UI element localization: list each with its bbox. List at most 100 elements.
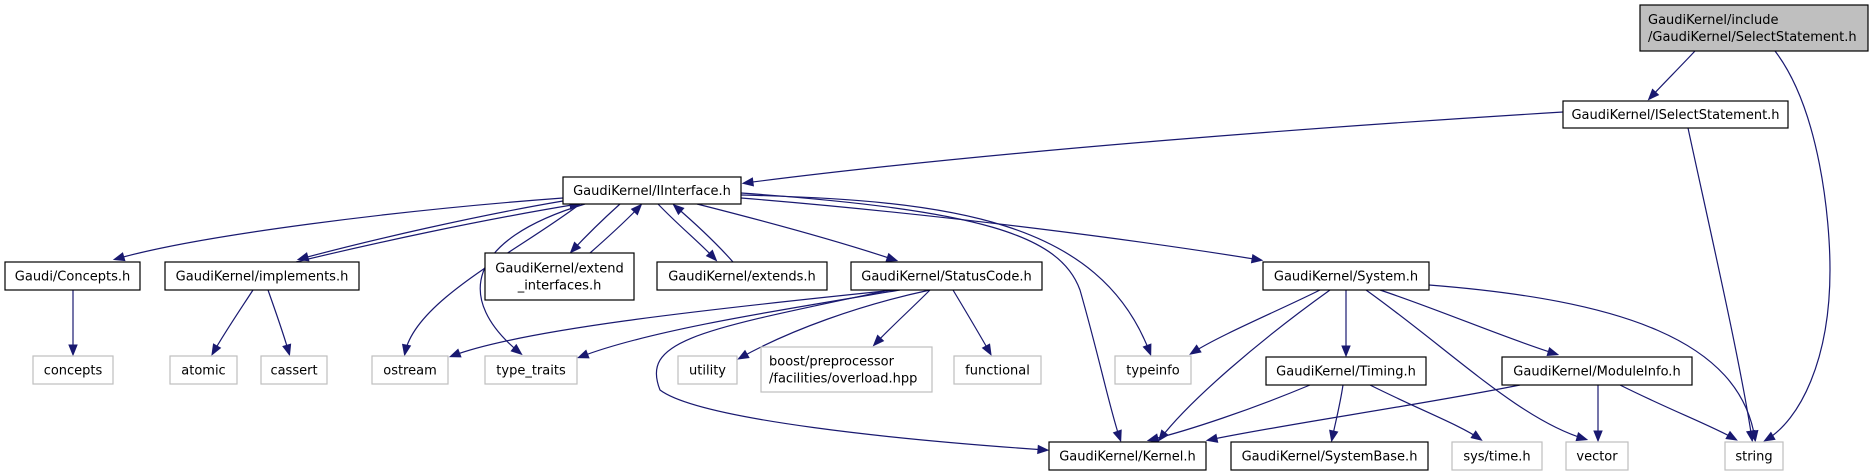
- node-box: [677, 355, 738, 385]
- node-functional: functional: [953, 355, 1042, 385]
- node-box: [850, 261, 1043, 291]
- node-label: GaudiKernel/Kernel.h: [1059, 450, 1196, 465]
- node-extend-interfaces[interactable]: GaudiKernel/extend_interfaces.h: [484, 252, 635, 301]
- node-label: utility: [689, 364, 726, 379]
- node-box: [169, 355, 238, 385]
- node-box: [562, 176, 742, 205]
- edge-line: [740, 192, 1121, 440]
- edge-line: [696, 203, 896, 261]
- node-box: [953, 355, 1042, 385]
- node-root: GaudiKernel/include/GaudiKernel/SelectSt…: [1639, 4, 1869, 52]
- node-type-traits: type_traits: [484, 355, 578, 385]
- node-label: atomic: [181, 364, 225, 379]
- edge-iinterface-to-concepts_h: [112, 197, 564, 262]
- edge-line: [479, 203, 586, 354]
- node-label: /facilities/overload.hpp: [769, 372, 917, 387]
- edge-line: [1149, 384, 1311, 441]
- edge-line: [1687, 127, 1753, 440]
- edge-iinterface-to-ostream: [401, 203, 581, 357]
- edge-iinterface-to-kernel: [740, 192, 1122, 443]
- node-label: functional: [965, 364, 1030, 379]
- node-box: [1230, 441, 1429, 471]
- arrowhead-icon: [1329, 429, 1339, 443]
- edge-iinterface-to-system: [740, 197, 1264, 264]
- edge-line: [1369, 384, 1481, 440]
- arrowhead-icon: [1725, 430, 1738, 441]
- edge-implements-to-cassert: [267, 289, 292, 357]
- node-box: [1265, 356, 1427, 386]
- node-label: typeinfo: [1126, 364, 1179, 379]
- node-concepts-h[interactable]: Gaudi/Concepts.h: [4, 261, 141, 291]
- node-box: [1562, 100, 1789, 129]
- arrowhead-icon: [1157, 429, 1169, 442]
- node-box: [164, 261, 360, 291]
- edge-iinterface-to-statuscode: [696, 203, 899, 262]
- edge-iinterface-to-extends: [657, 203, 718, 262]
- arrowhead-icon: [448, 348, 462, 358]
- node-boost: boost/preprocessor/facilities/overload.h…: [760, 346, 933, 393]
- node-implements[interactable]: GaudiKernel/implements.h: [164, 261, 360, 291]
- node-label: ostream: [383, 364, 437, 379]
- node-system[interactable]: GaudiKernel/System.h: [1262, 261, 1430, 291]
- node-extends[interactable]: GaudiKernel/extends.h: [656, 261, 828, 291]
- arrowhead-icon: [1763, 431, 1776, 442]
- node-systembase[interactable]: GaudiKernel/SystemBase.h: [1230, 441, 1429, 471]
- edge-line: [589, 205, 641, 254]
- arrowhead-icon: [1341, 345, 1351, 358]
- edge-line: [1619, 384, 1736, 440]
- node-statuscode[interactable]: GaudiKernel/StatusCode.h: [850, 261, 1043, 291]
- edge-line: [1191, 289, 1321, 354]
- arrowhead-icon: [112, 252, 126, 262]
- node-label: Gaudi/Concepts.h: [15, 270, 130, 285]
- node-label: GaudiKernel/implements.h: [176, 270, 349, 285]
- node-moduleinfo[interactable]: GaudiKernel/ModuleInfo.h: [1501, 356, 1693, 386]
- arrowhead-icon: [1470, 430, 1483, 441]
- edge-line: [267, 289, 290, 354]
- arrowhead-icon: [1142, 343, 1152, 357]
- edge-system-to-string: [1428, 284, 1759, 443]
- node-typeinfo: typeinfo: [1114, 355, 1192, 385]
- node-iselect[interactable]: GaudiKernel/ISelectStatement.h: [1562, 100, 1789, 129]
- edge-line: [1765, 50, 1831, 441]
- node-label: boost/preprocessor: [769, 355, 895, 370]
- node-label: cassert: [270, 364, 317, 379]
- node-label: GaudiKernel/StatusCode.h: [861, 270, 1031, 285]
- node-box: [1451, 441, 1543, 471]
- node-kernel[interactable]: GaudiKernel/Kernel.h: [1048, 441, 1207, 471]
- arrowhead-icon: [1575, 432, 1589, 442]
- edge-statuscode-to-utility: [737, 289, 931, 360]
- node-label: GaudiKernel/ISelectStatement.h: [1571, 108, 1779, 123]
- edge-statuscode-to-kernel: [655, 289, 1050, 455]
- node-label: concepts: [44, 364, 103, 379]
- edge-line: [874, 289, 931, 345]
- arrowhead-icon: [1250, 253, 1264, 264]
- edge-line: [952, 289, 991, 354]
- edge-line: [1379, 289, 1557, 355]
- node-label: GaudiKernel/include: [1648, 13, 1778, 28]
- edge-moduleinfo-to-kernel: [1205, 384, 1521, 443]
- node-systime: sys/time.h: [1451, 441, 1543, 471]
- edge-line: [451, 289, 896, 357]
- edge-line: [212, 289, 254, 354]
- edge-iinterface-to-extend_interfaces: [569, 203, 621, 254]
- edge-line: [740, 197, 1261, 261]
- edge-line: [739, 289, 931, 359]
- edge-line: [1649, 50, 1696, 99]
- edge-line: [299, 200, 564, 260]
- node-timing[interactable]: GaudiKernel/Timing.h: [1265, 356, 1427, 386]
- node-label: _interfaces.h: [517, 279, 602, 294]
- edge-line: [1208, 384, 1521, 441]
- node-box: [1639, 4, 1869, 52]
- node-cassert: cassert: [260, 355, 328, 385]
- node-vector: vector: [1565, 441, 1629, 471]
- nodes-layer: GaudiKernel/include/GaudiKernel/SelectSt…: [4, 4, 1869, 471]
- edge-line: [655, 289, 1047, 451]
- node-box: [760, 346, 933, 393]
- node-label: GaudiKernel/ModuleInfo.h: [1513, 365, 1680, 380]
- node-box: [4, 261, 141, 291]
- arrowhead-icon: [68, 344, 78, 357]
- edge-line: [115, 197, 564, 260]
- edge-system-to-kernel: [1157, 289, 1331, 442]
- node-iinterface[interactable]: GaudiKernel/IInterface.h: [562, 176, 742, 205]
